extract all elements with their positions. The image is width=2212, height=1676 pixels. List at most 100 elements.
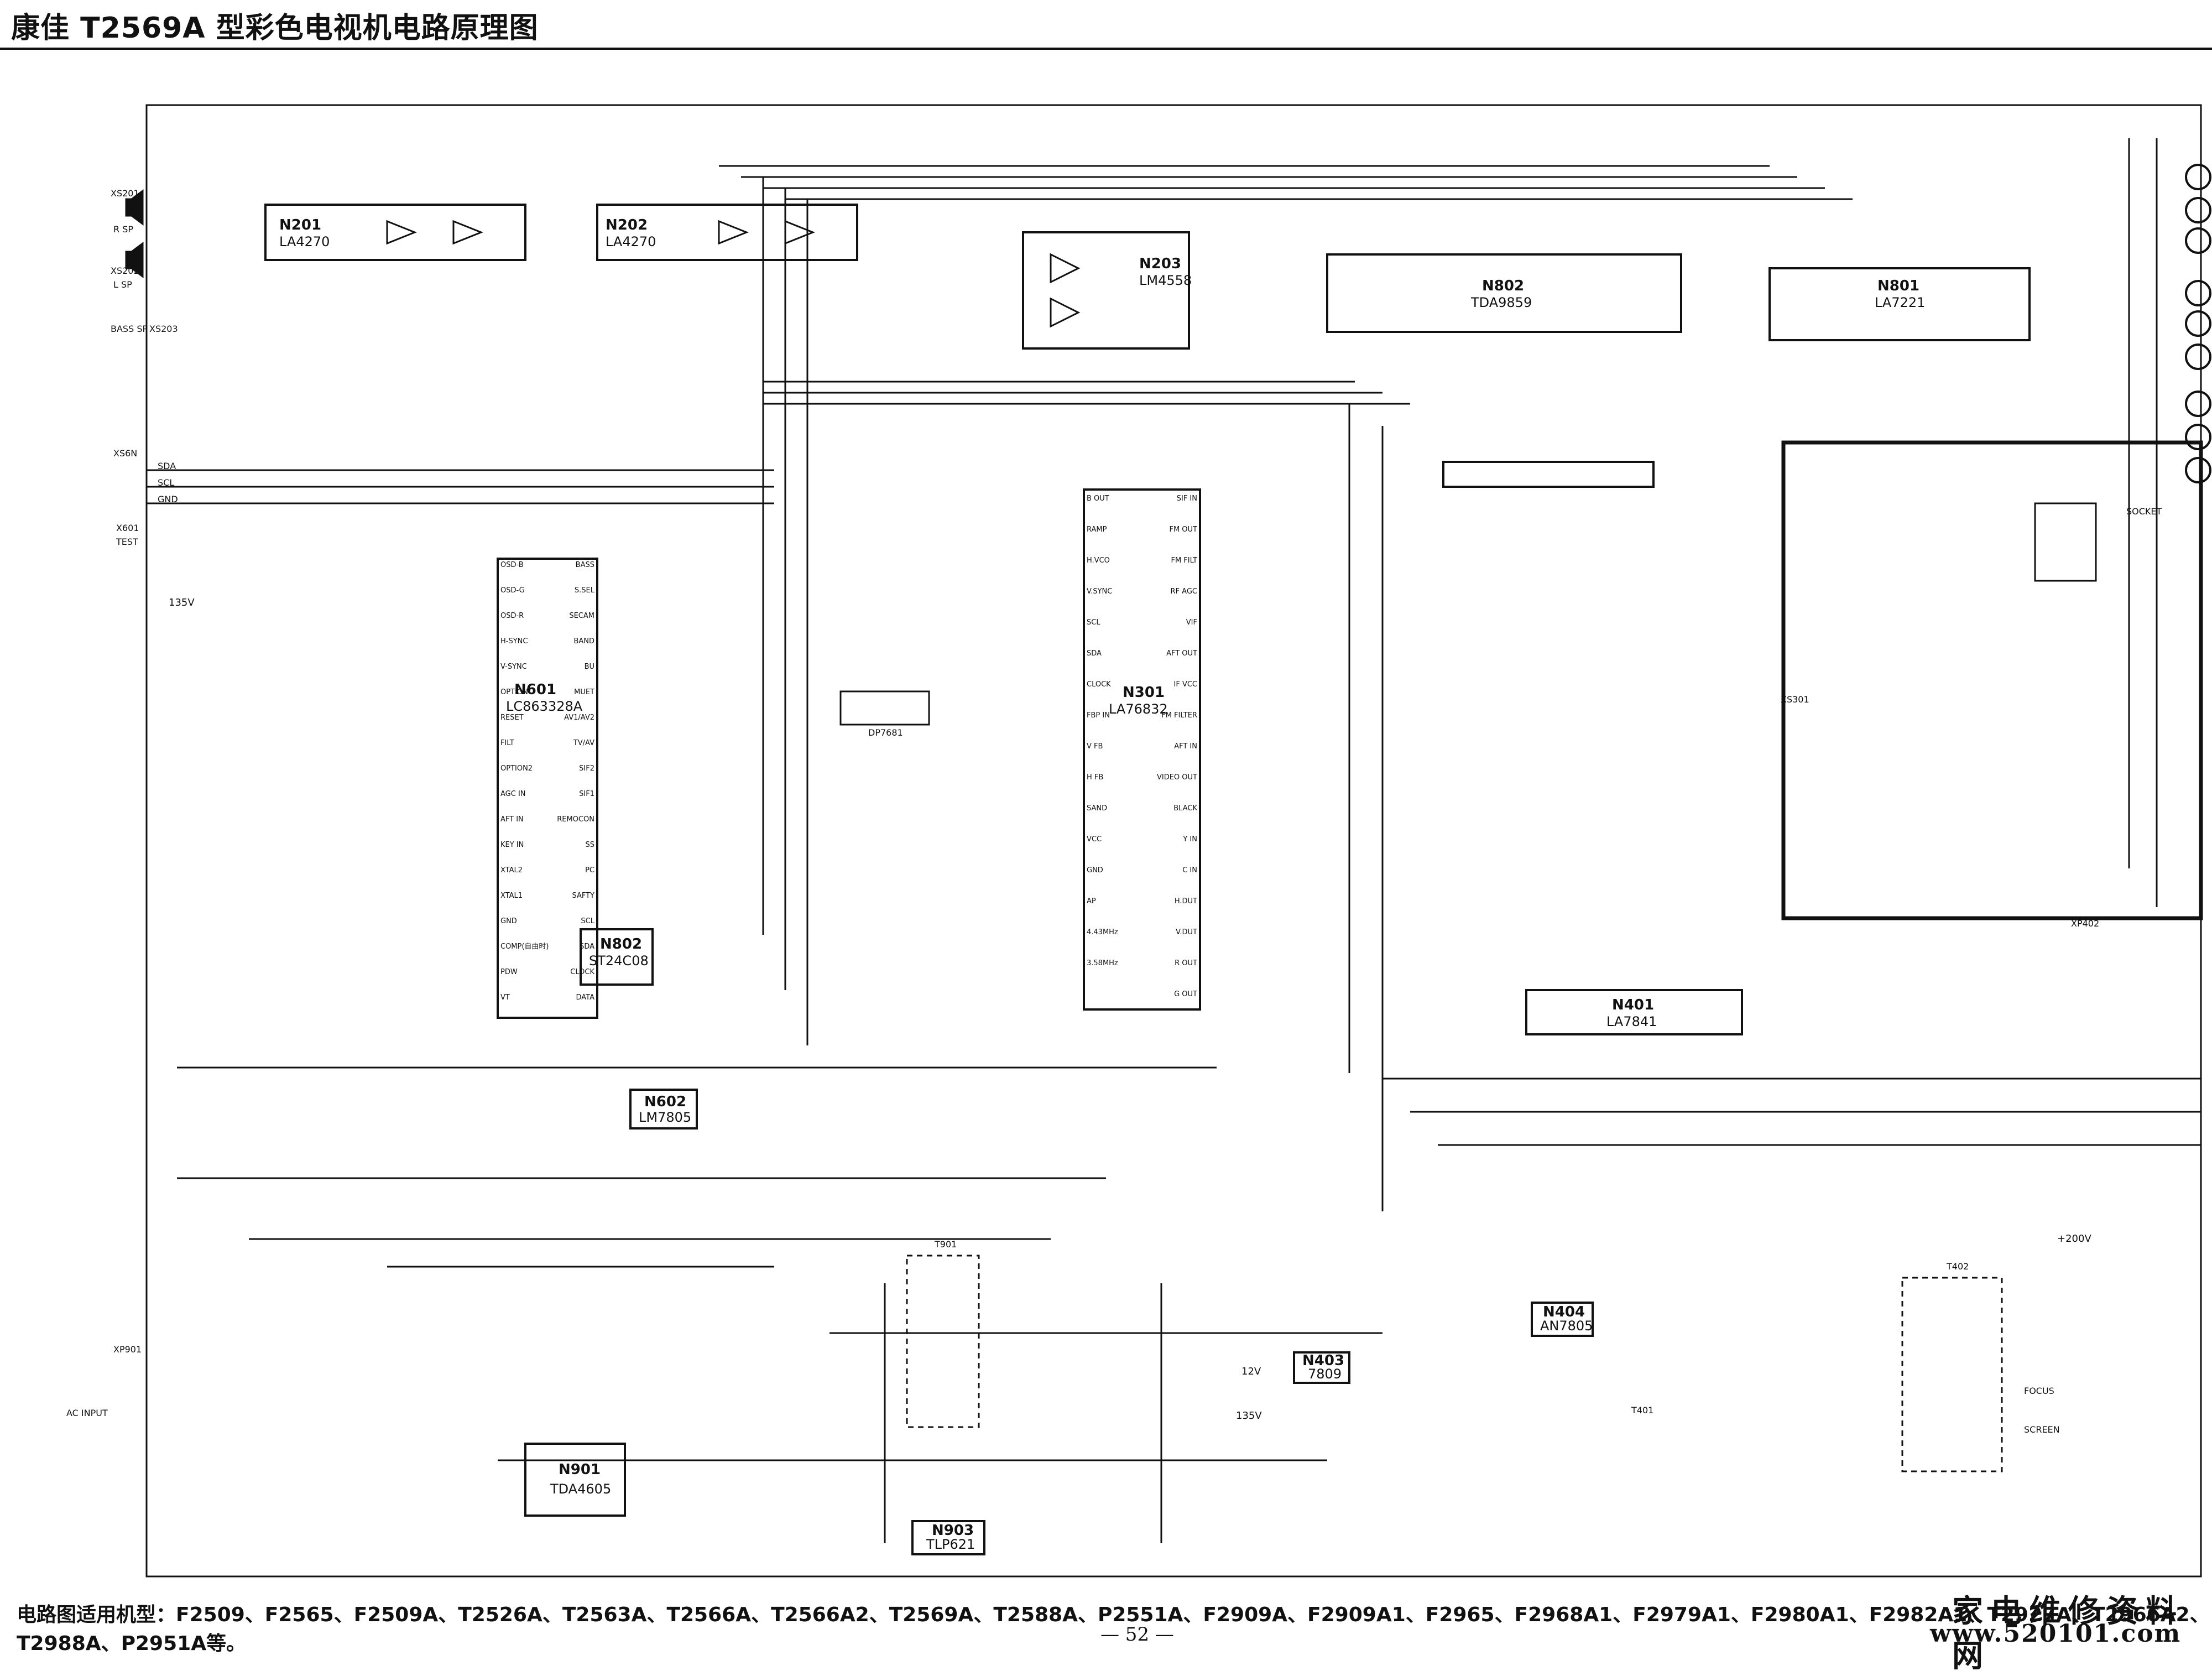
chip-part: TDA9859 [1470,295,1532,310]
n301-pin-label: 4.43MHz [1087,928,1118,936]
n601-pin-label: SECAM [569,612,594,620]
n601-pin-label: OSD-R [500,612,524,620]
svg-text:GND: GND [158,494,178,504]
svg-text:XS301: XS301 [1781,694,1809,705]
svg-text:SOCKET: SOCKET [2126,506,2162,517]
n301-pin-label: R OUT [1175,959,1197,967]
i2c-connector: XS6N SDA SCL GND X601 TEST [113,448,178,547]
svg-text:135V: 135V [169,597,195,608]
svg-text:T401: T401 [1631,1405,1653,1415]
connector-av-block [1442,461,1655,488]
svg-text:DP7681: DP7681 [868,727,903,738]
n601-pin-label: OSD-G [500,586,525,595]
n601-pin-label: OPTION2 [500,764,533,773]
chip-n602: N602 LM7805 [629,1089,698,1130]
power-input-connectors: XP901 AC INPUT [66,1344,142,1418]
n301-pin-label: VIF [1186,618,1197,627]
rail-labels: 135V 12V +200V 135V [169,597,2091,1422]
n601-pin-label: SS [585,841,594,849]
chip-ref: N901 [559,1461,601,1478]
right-connectors: SOCKET XS301 XP402 FOCUS SCREEN [1781,506,2162,1435]
speaker-icons [125,189,144,278]
chip-n301: N301 LA76832 [1083,488,1201,1011]
n601-pin-label: PDW [500,968,518,976]
n301-pin-label: H FB [1087,773,1103,782]
speaker-connectors: XS201 R SP XS202 L SP BASS SP XS203 [111,188,178,334]
n601-pin-label: SAFTY [572,892,594,900]
n301-pin-label: IF VCC [1174,680,1198,689]
chip-n802: N802 TDA9859 [1326,253,1682,333]
page-number: — 52 — [1100,1623,1174,1646]
svg-text:AC INPUT: AC INPUT [66,1408,108,1418]
svg-text:SDA: SDA [158,461,176,471]
chip-n801: N801 LA7221 [1768,267,2031,341]
n301-pin-label: FBP IN [1087,711,1110,720]
n601-pin-label: SCL [581,917,594,925]
chip-ref: N801 [1877,278,1919,294]
chip-ref: N602 [644,1094,686,1110]
svg-text:L SP: L SP [113,279,132,290]
n301-pin-label: Y IN [1182,835,1197,844]
n301-pin-label: SIF IN [1177,495,1197,503]
watermark-url: www.520101.com [1930,1620,2182,1648]
n601-pin-label: MUET [574,688,594,696]
n601-pin-label: SIF2 [579,764,594,773]
svg-text:XP901: XP901 [113,1344,142,1355]
svg-text:XS6N: XS6N [113,448,137,459]
n301-pin-label: GND [1087,866,1103,875]
chip-ref: N802 [600,936,642,952]
n601-pin-label: BU [585,663,594,671]
n601-pin-label: S.SEL [575,586,595,595]
svg-text:R SP: R SP [113,224,133,235]
n601-pin-label: OPTION [500,688,528,696]
chip-part: LA7841 [1606,1014,1657,1029]
chip-part: LM7805 [639,1110,691,1125]
n301-pin-label: CLOCK [1087,680,1111,689]
n601-pin-label: OSD-B [500,561,524,569]
n601-pin-label: AFT IN [500,815,524,824]
svg-text:12V: 12V [1241,1366,1261,1377]
n301-pin-label: AFT IN [1174,742,1197,751]
chip-part: LA7221 [1875,295,1925,310]
chip-part: ST24C08 [589,953,649,969]
chip-ref: N202 [606,217,648,233]
rca-jacks [2185,164,2211,483]
chip-ref: N201 [279,217,321,233]
svg-text:XP402: XP402 [2071,918,2099,929]
chip-part: LC863328A [506,699,583,714]
chip-n601: N601 LC863328A [497,558,598,1019]
chip-ref: N203 [1139,256,1181,272]
n601-pin-label: XTAL1 [500,892,523,900]
chip-part: 7809 [1308,1366,1342,1382]
chip-n901: N901 TDA4605 [524,1443,626,1517]
n601-pin-label: KEY IN [500,841,524,849]
n301-pin-label: FM FILTER [1161,711,1197,720]
schematic-canvas: N201 LA4270 N202 LA4270 N203 LM4558 N802… [66,104,2211,1578]
n301-pin-label: VIDEO OUT [1157,773,1197,782]
svg-text:BASS SP: BASS SP [111,324,148,334]
chip-n802-eeprom: N802 ST24C08 [580,928,654,986]
page-title: 康佳 T2569A 型彩色电视机电路原理图 [11,12,539,45]
n601-pin-label: COMP(自由时) [500,943,549,951]
chip-ref: N404 [1543,1304,1585,1320]
n301-pin-label: H.DUT [1175,897,1197,905]
svg-text:XS201: XS201 [111,188,139,199]
chip-part: LM4558 [1139,273,1192,288]
svg-text:T901: T901 [934,1239,957,1250]
n301-pin-label: B OUT [1087,495,1109,503]
n301-pin-label: SAND [1087,804,1107,813]
chip-part: LA4270 [279,234,330,249]
n601-pin-label: TV/AV [573,739,594,747]
svg-text:135V: 135V [1236,1410,1262,1422]
svg-text:SCREEN: SCREEN [2024,1424,2060,1435]
chip-part: LA4270 [606,234,656,249]
n601-pin-label: VT [500,993,510,1002]
n601-pin-label: RESET [500,714,524,722]
schematic-frame [145,104,2202,1578]
chip-ref: N301 [1123,684,1165,701]
n301-pin-label: AFT OUT [1166,649,1197,658]
chip-ref: N802 [1482,278,1524,294]
n301-pin-label: FM OUT [1169,525,1197,534]
n301-pin-label: RF AGC [1171,587,1197,596]
chip-part: TLP621 [926,1537,975,1552]
